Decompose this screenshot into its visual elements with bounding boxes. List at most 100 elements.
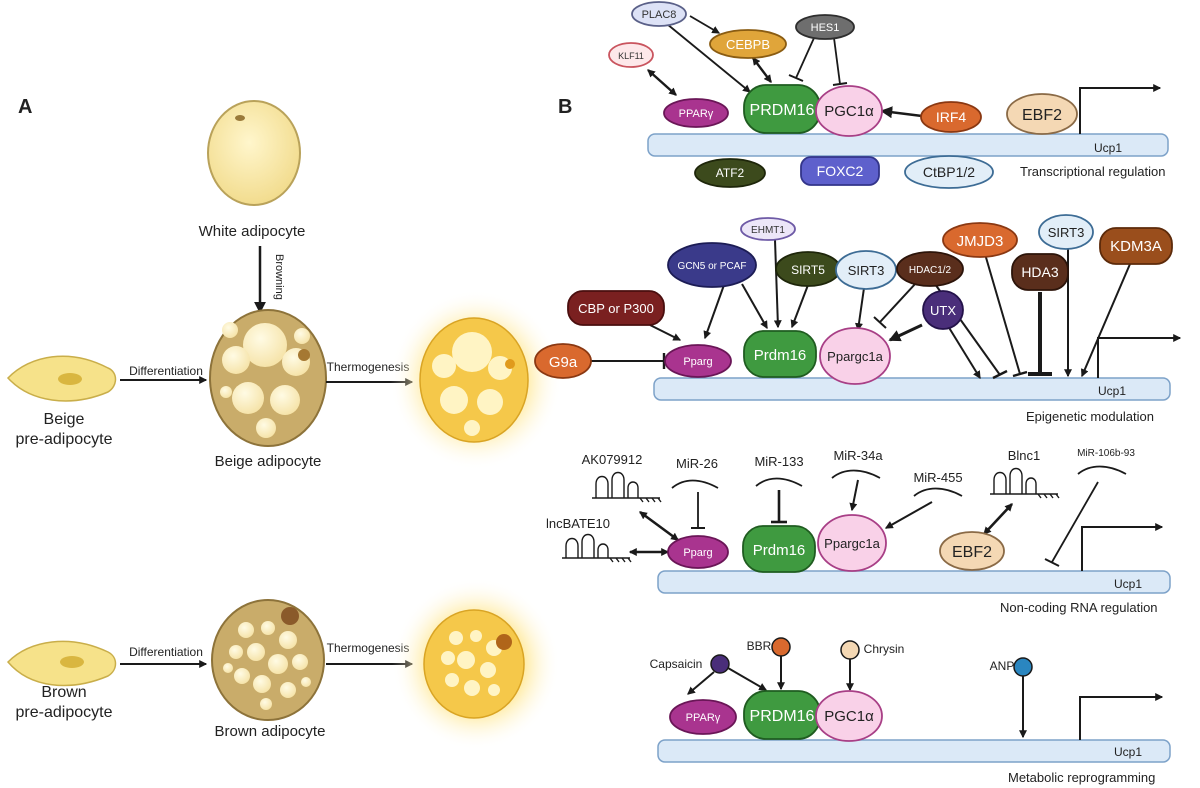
- node-plac8: PLAC8: [631, 1, 687, 27]
- edge-plac8-prdm16: [666, 23, 751, 93]
- svg-text:SIRT3: SIRT3: [848, 263, 885, 278]
- edge-ak079912-pparg: [639, 510, 679, 542]
- beige-adipocyte-cell: [209, 309, 327, 447]
- lncrna-hairpin-ak079912-icon: [592, 471, 662, 503]
- node-ebf2b: EBF2: [939, 531, 1005, 571]
- edge-gcn5-prdm16: [741, 283, 768, 330]
- capsaicin-molecule-icon: [710, 654, 730, 674]
- section-title-2: Epigenetic modulation: [1026, 409, 1154, 424]
- node-klf11: KLF11: [608, 42, 654, 68]
- svg-text:HDAC1/2: HDAC1/2: [909, 265, 952, 276]
- beige-adipocyte-label: Beige adipocyte: [215, 453, 322, 470]
- tss-arrow-2: [1097, 334, 1182, 378]
- svg-text:EBF2: EBF2: [1022, 107, 1062, 124]
- svg-text:SIRT3: SIRT3: [1048, 225, 1085, 240]
- brown-differentiation-label: Differentiation: [129, 645, 203, 659]
- mirna-mir26-icon: [671, 479, 719, 489]
- node-g9a: G9a: [534, 343, 592, 379]
- svg-text:UTX: UTX: [930, 303, 956, 318]
- node-pgc1a: PGC1α: [815, 85, 883, 137]
- edge-irf4-pgc1a: [880, 106, 923, 119]
- edge-jmjd3-ucp1: [984, 253, 1021, 375]
- node-prdm16d: PRDM16: [743, 690, 821, 740]
- svg-text:PPARγ: PPARγ: [679, 108, 714, 120]
- ucp1-bar-1: [647, 133, 1169, 157]
- compound-label-chrysin: Chrysin: [864, 642, 905, 656]
- svg-text:EHMT1: EHMT1: [751, 225, 785, 236]
- node-ctbp: CtBP1/2: [904, 155, 994, 189]
- node-prdm16: PRDM16: [743, 84, 821, 134]
- svg-text:KLF11: KLF11: [618, 51, 644, 61]
- ucp1-label-2: Ucp1: [1098, 384, 1126, 398]
- svg-text:Prdm16: Prdm16: [754, 347, 807, 364]
- chrysin-molecule-icon: [840, 640, 860, 660]
- node-jmjd3: JMJD3: [942, 222, 1018, 258]
- lncrna-hairpin-blnc1-icon: [990, 467, 1060, 499]
- node-irf4: IRF4: [920, 101, 982, 133]
- svg-text:PPARγ: PPARγ: [686, 712, 721, 724]
- section-title-4: Metabolic reprogramming: [1008, 770, 1155, 785]
- thermogenic-beige-cell: [390, 290, 562, 470]
- edge-capsaicin-pparg: [687, 671, 715, 695]
- svg-text:PRDM16: PRDM16: [750, 708, 815, 725]
- white-adipocyte-cell: [207, 100, 301, 206]
- brown-pre-line2: pre-adipocyte: [16, 704, 113, 721]
- edge-gcn5-pparg: [703, 284, 725, 340]
- panel-label-a: A: [18, 96, 32, 118]
- svg-text:HDA3: HDA3: [1021, 264, 1059, 280]
- brown-adipocyte-cell: [211, 599, 325, 721]
- node-sirt3a: SIRT3: [835, 250, 897, 290]
- compound-label-capsaicin: Capsaicin: [650, 657, 703, 671]
- ucp1-bar-3: [657, 570, 1171, 594]
- mirna-mir133-icon: [755, 477, 803, 487]
- anp-molecule-icon: [1013, 657, 1033, 677]
- edge-hdac-ucp1-bar: [992, 369, 1008, 380]
- edge-jmjd3-ucp1-bar: [1012, 370, 1028, 378]
- section-ncrna: Ucp1 Non-coding RNA regulation AK079912 …: [546, 448, 1171, 615]
- node-ebf2: EBF2: [1006, 93, 1078, 135]
- node-pgc1a2: PGC1α: [815, 690, 883, 742]
- rna-label-ak079912: AK079912: [582, 452, 643, 467]
- node-cbp: CBP or P300: [567, 290, 665, 326]
- node-ppargc1a2: Ppargc1a: [817, 514, 887, 572]
- ucp1-label-3: Ucp1: [1114, 577, 1142, 591]
- svg-text:KDM3A: KDM3A: [1110, 238, 1162, 255]
- beige-thermogenesis-label: Thermogenesis: [327, 360, 410, 374]
- beige-pre-adipocyte-cell: [6, 355, 117, 402]
- thermogenic-brown-cell: [392, 578, 560, 750]
- ucp1-label-1: Ucp1: [1094, 141, 1122, 155]
- edge-hes1-pgc1a-bar: [832, 82, 848, 86]
- svg-text:PGC1α: PGC1α: [824, 708, 874, 725]
- svg-text:HES1: HES1: [811, 22, 840, 34]
- edge-mir34a-ppargc1a: [849, 479, 859, 512]
- compound-label-anp: ANP: [990, 659, 1015, 673]
- edge-plac8-cebpb: [689, 15, 721, 34]
- svg-text:IRF4: IRF4: [936, 109, 967, 125]
- svg-text:PGC1α: PGC1α: [824, 103, 874, 120]
- svg-text:CtBP1/2: CtBP1/2: [923, 164, 975, 180]
- edge-sirt5-prdm16: [790, 284, 809, 329]
- svg-text:Prdm16: Prdm16: [753, 542, 806, 559]
- node-pparg: PPARγ: [663, 98, 729, 128]
- node-gcn5: GCN5 or PCAF: [667, 242, 757, 288]
- compound-label-bbr: BBR: [747, 639, 772, 653]
- brown-pre-adipocyte-cell: [6, 640, 117, 687]
- brown-adipocyte-label: Brown adipocyte: [215, 723, 326, 740]
- edge-hdac-ppargc1a: [879, 282, 917, 323]
- svg-text:GCN5 or PCAF: GCN5 or PCAF: [678, 261, 747, 272]
- ucp1-bar-2: [653, 377, 1171, 401]
- white-adipocyte-label: White adipocyte: [199, 223, 306, 240]
- node-pparg4: PPARγ: [669, 699, 737, 735]
- beige-pre-line1: Beige: [44, 411, 85, 428]
- svg-text:ATF2: ATF2: [716, 166, 745, 180]
- node-pparg2: Pparg: [664, 344, 732, 378]
- svg-text:G9a: G9a: [549, 354, 578, 371]
- node-hda3: HDA3: [1011, 253, 1069, 291]
- edge-mir455-ppargc1a: [884, 501, 933, 529]
- browning-label: Browning: [273, 254, 285, 300]
- svg-text:EBF2: EBF2: [952, 544, 992, 561]
- node-kdm3a: KDM3A: [1099, 227, 1173, 265]
- node-atf2: ATF2: [694, 158, 766, 188]
